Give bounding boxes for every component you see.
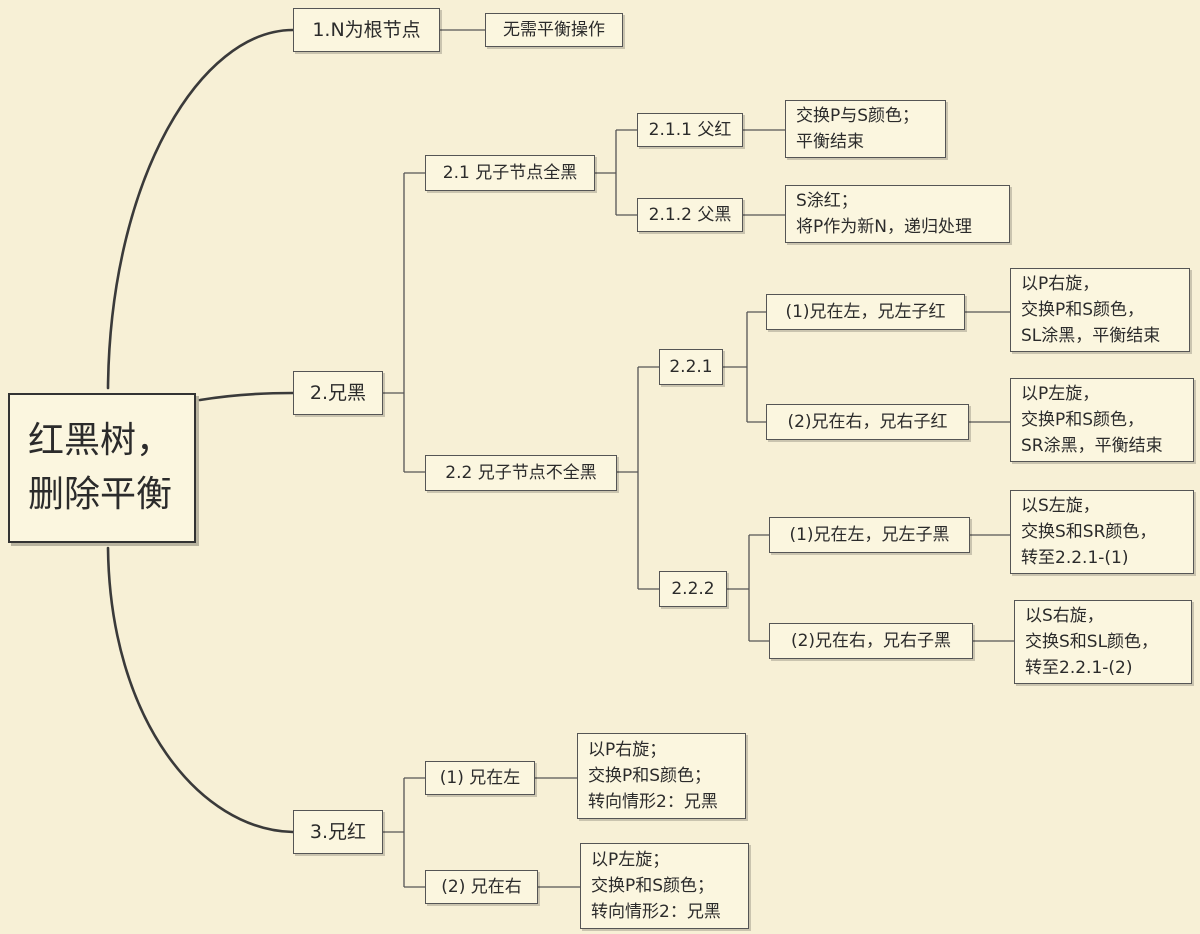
branch-root-case1 (106, 28, 295, 390)
link-22-children (617, 366, 659, 590)
case211-node[interactable]: 2.1.1 父红 (637, 113, 743, 147)
case221a-note[interactable]: 以P右旋， 交换P和S颜色， SL涂黑，平衡结束 (1010, 268, 1190, 352)
root-title-line2: 删除平衡 (28, 474, 173, 515)
note-line: 转至2.2.1-(1) (1021, 548, 1129, 568)
root-title-line1: 红黑树， (28, 420, 173, 461)
case221b-node[interactable]: (2)兄在右，兄右子红 (766, 404, 969, 440)
note-line: SR涂黑，平衡结束 (1021, 436, 1163, 456)
note-line: S涂红； (796, 191, 858, 211)
root-node[interactable]: 红黑树， 删除平衡 (8, 393, 196, 543)
note-line: 交换P和S颜色； (588, 766, 712, 786)
case212-note[interactable]: S涂红； 将P作为新N，递归处理 (785, 185, 1010, 243)
note-line: 交换S和SL颜色， (1025, 632, 1159, 652)
branch-root-case2 (198, 391, 295, 402)
note-line: 转向情形2：兄黑 (588, 792, 718, 812)
case3b-node[interactable]: (2) 兄在右 (425, 870, 538, 904)
note-line: 以S左旋， (1021, 496, 1100, 516)
link-21-children (595, 129, 637, 216)
case3a-note[interactable]: 以P右旋； 交换P和S颜色； 转向情形2：兄黑 (577, 733, 746, 819)
case211-note[interactable]: 交换P与S颜色； 平衡结束 (785, 100, 946, 158)
note-line: 交换P与S颜色； (796, 106, 920, 126)
case221a-node[interactable]: (1)兄在左，兄左子红 (766, 294, 965, 330)
note-line: 以S右旋， (1025, 606, 1104, 626)
case22-node[interactable]: 2.2 兄子节点不全黑 (425, 455, 617, 491)
case3a-node[interactable]: (1) 兄在左 (425, 761, 535, 795)
note-line: SL涂黑，平衡结束 (1021, 326, 1161, 346)
case221b-note[interactable]: 以P左旋， 交换P和S颜色， SR涂黑，平衡结束 (1010, 378, 1194, 462)
case1-note[interactable]: 无需平衡操作 (485, 13, 623, 47)
case212-node[interactable]: 2.1.2 父黑 (637, 198, 743, 232)
note-line: 转向情形2：兄黑 (591, 902, 721, 922)
case21-node[interactable]: 2.1 兄子节点全黑 (425, 155, 595, 191)
note-line: 转至2.2.1-(2) (1025, 658, 1133, 678)
case3b-note[interactable]: 以P左旋； 交换P和S颜色； 转向情形2：兄黑 (580, 843, 749, 929)
case222b-note[interactable]: 以S右旋， 交换S和SL颜色， 转至2.2.1-(2) (1014, 600, 1192, 684)
case222b-node[interactable]: (2)兄在右，兄右子黑 (769, 623, 973, 659)
case221-node[interactable]: 2.2.1 (659, 349, 723, 385)
note-line: 交换P和S颜色， (1021, 300, 1145, 320)
note-line: 交换P和S颜色， (1021, 410, 1145, 430)
note-line: 以P右旋， (1021, 274, 1100, 294)
case1-node[interactable]: 1.N为根节点 (293, 8, 440, 52)
note-line: 交换S和SR颜色， (1021, 522, 1157, 542)
note-line: 平衡结束 (796, 132, 864, 152)
note-line: 以P左旋， (1021, 384, 1100, 404)
note-line: 交换P和S颜色； (591, 876, 715, 896)
link-222-children (727, 534, 769, 642)
note-line: 以P左旋； (591, 850, 670, 870)
note-line: 以P右旋； (588, 740, 667, 760)
case222a-node[interactable]: (1)兄在左，兄左子黑 (769, 517, 970, 553)
case2-node[interactable]: 2.兄黑 (293, 371, 383, 415)
case222a-note[interactable]: 以S左旋， 交换S和SR颜色， 转至2.2.1-(1) (1010, 490, 1194, 574)
link-case2-children (383, 172, 425, 473)
case3-node[interactable]: 3.兄红 (293, 810, 383, 854)
link-case3-children (383, 777, 425, 888)
case222-node[interactable]: 2.2.2 (659, 571, 727, 607)
link-221-children (723, 311, 766, 423)
note-line: 将P作为新N，递归处理 (796, 217, 972, 237)
branch-root-case3 (106, 546, 295, 834)
